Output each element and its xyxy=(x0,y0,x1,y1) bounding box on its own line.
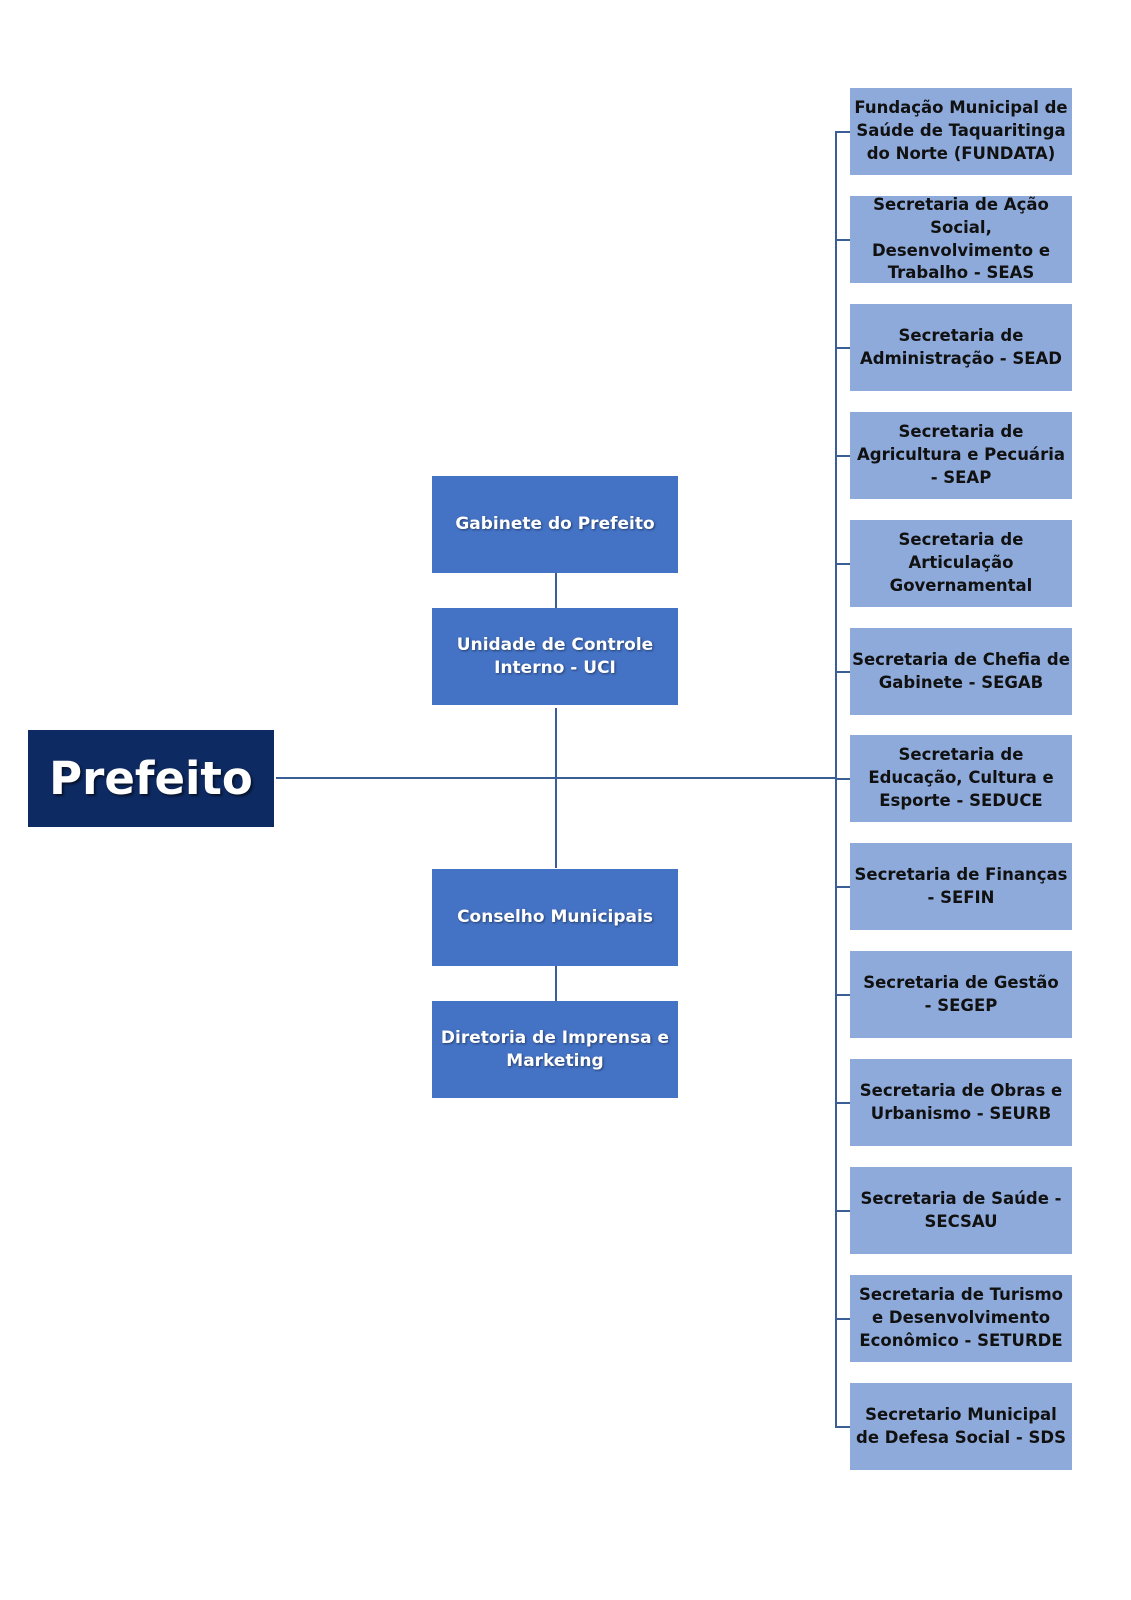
node-seap: Secretaria de Agricultura e Pecuária - S… xyxy=(850,412,1072,499)
node-seas: Secretaria de Ação Social, Desenvolvimen… xyxy=(850,196,1072,283)
node-gabinete-do-prefeito: Gabinete do Prefeito xyxy=(432,476,678,573)
connector-branch xyxy=(835,131,850,133)
connector-branch xyxy=(835,994,850,996)
node-label: Secretaria de Chefia de Gabinete - SEGAB xyxy=(852,649,1070,692)
connector-branch xyxy=(835,563,850,565)
connector-branch xyxy=(835,239,850,241)
node-articulacao-governamental: Secretaria de Articulação Governamental xyxy=(850,520,1072,607)
node-seurb: Secretaria de Obras e Urbanismo - SEURB xyxy=(850,1059,1072,1146)
connector-branch xyxy=(835,671,850,673)
node-seturde: Secretaria de Turismo e Desenvolvimento … xyxy=(850,1275,1072,1362)
connector-branch xyxy=(835,1426,850,1428)
connector-branch xyxy=(835,1318,850,1320)
connector-conselho-to-diretoria xyxy=(555,966,557,1001)
connector-branch xyxy=(835,1102,850,1104)
node-segep: Secretaria de Gestão - SEGEP xyxy=(850,951,1072,1038)
node-label: Secretaria de Turismo e Desenvolvimento … xyxy=(859,1285,1063,1350)
root-node-label: Prefeito xyxy=(49,752,253,805)
node-label: Fundação Municipal de Saúde de Taquariti… xyxy=(854,98,1068,163)
connector-branch xyxy=(835,455,850,457)
node-sefin: Secretaria de Finanças - SEFIN xyxy=(850,843,1072,930)
node-fundata: Fundação Municipal de Saúde de Taquariti… xyxy=(850,88,1072,175)
node-label: Secretaria de Finanças - SEFIN xyxy=(854,864,1068,907)
connector-gabinete-to-uci xyxy=(555,573,557,608)
node-label: Secretaria de Saúde - SECSAU xyxy=(860,1188,1062,1231)
connector-center-vertical-upper xyxy=(555,708,557,779)
root-node-prefeito: Prefeito xyxy=(28,730,274,827)
node-label: Secretaria de Obras e Urbanismo - SEURB xyxy=(859,1080,1063,1123)
node-label: Unidade de Controle Interno - UCI xyxy=(456,634,654,678)
node-label: Diretoria de Imprensa e Marketing xyxy=(440,1027,670,1071)
node-label: Secretario Municipal de Defesa Social - … xyxy=(856,1404,1066,1447)
node-label: Secretaria de Ação Social, Desenvolvimen… xyxy=(871,196,1051,283)
node-label: Gabinete do Prefeito xyxy=(455,514,655,535)
node-sead: Secretaria de Administração - SEAD xyxy=(850,304,1072,391)
node-label: Secretaria de Educação, Cultura e Esport… xyxy=(868,745,1054,810)
connector-branch xyxy=(835,1210,850,1212)
connector-branch xyxy=(835,347,850,349)
node-label: Secretaria de Articulação Governamental xyxy=(889,530,1033,595)
connector-branch xyxy=(835,886,850,888)
node-segab: Secretaria de Chefia de Gabinete - SEGAB xyxy=(850,628,1072,715)
node-label: Secretaria de Administração - SEAD xyxy=(859,325,1063,368)
node-secsau: Secretaria de Saúde - SECSAU xyxy=(850,1167,1072,1254)
node-sds: Secretario Municipal de Defesa Social - … xyxy=(850,1383,1072,1470)
connector-branch xyxy=(835,778,850,780)
node-conselho-municipais: Conselho Municipais xyxy=(432,869,678,966)
node-diretoria-de-imprensa: Diretoria de Imprensa e Marketing xyxy=(432,1001,678,1098)
node-label: Conselho Municipais xyxy=(457,907,653,928)
node-seduce: Secretaria de Educação, Cultura e Esport… xyxy=(850,735,1072,822)
connector-center-vertical-lower xyxy=(555,777,557,868)
node-label: Secretaria de Agricultura e Pecuária - S… xyxy=(856,422,1065,487)
node-label: Secretaria de Gestão - SEGEP xyxy=(863,972,1059,1015)
node-unidade-de-controle-interno: Unidade de Controle Interno - UCI xyxy=(432,608,678,705)
